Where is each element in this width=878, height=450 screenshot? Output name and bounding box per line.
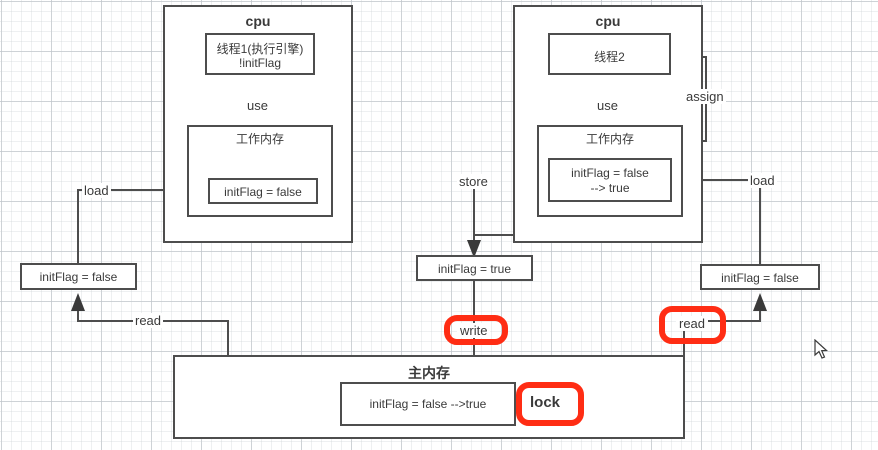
write-label: write bbox=[457, 323, 491, 338]
left-thread-label-2: !initFlag bbox=[238, 56, 282, 70]
left-working-memory-variable: initFlag = false bbox=[224, 185, 302, 199]
mouse-cursor bbox=[814, 339, 828, 359]
right-cpu-title: cpu bbox=[595, 13, 621, 29]
right-working-memory-variable-1: initFlag = false bbox=[571, 166, 649, 180]
lock-label: lock bbox=[527, 394, 564, 411]
lock-highlight-pill bbox=[516, 382, 584, 426]
center-variable-label: initFlag = true bbox=[437, 262, 512, 276]
read-highlight-pill bbox=[659, 306, 726, 344]
left-cpu-title: cpu bbox=[245, 13, 271, 29]
write-highlight-pill bbox=[444, 315, 508, 345]
left-use-label: use bbox=[247, 98, 268, 113]
read-right-label: read bbox=[676, 316, 709, 331]
left-outer-variable-box: initFlag = false bbox=[20, 263, 137, 290]
left-working-memory-title: 工作内存 bbox=[235, 132, 284, 146]
right-use-label: use bbox=[597, 98, 618, 113]
right-thread-box: 线程2 bbox=[548, 33, 671, 75]
right-working-memory-variable-2: --> true bbox=[590, 181, 630, 195]
right-outer-variable-label: initFlag = false bbox=[721, 271, 799, 285]
load-right-label: load bbox=[748, 173, 777, 188]
center-variable-box: initFlag = true bbox=[416, 255, 533, 281]
right-working-memory-variable-box: initFlag = false --> true bbox=[548, 158, 672, 202]
main-memory-title: 主内存 bbox=[408, 365, 450, 381]
line-load-left bbox=[77, 183, 190, 263]
left-thread-label-1: 线程1(执行引擎) bbox=[216, 42, 304, 56]
left-working-memory-variable-box: initFlag = false bbox=[208, 178, 318, 204]
left-thread-box: 线程1(执行引擎) !initFlag bbox=[205, 33, 315, 75]
left-outer-variable-label: initFlag = false bbox=[39, 270, 118, 284]
load-left-label: load bbox=[82, 183, 111, 198]
right-working-memory-title: 工作内存 bbox=[585, 132, 634, 146]
read-left-label: read bbox=[133, 313, 164, 328]
right-outer-variable-box: initFlag = false bbox=[700, 264, 820, 290]
main-memory-variable-box: initFlag = false -->true bbox=[340, 382, 516, 426]
right-thread-label: 线程2 bbox=[594, 50, 625, 64]
main-memory-variable-label: initFlag = false -->true bbox=[369, 397, 487, 411]
store-label: store bbox=[457, 174, 490, 189]
assign-label: assign bbox=[684, 89, 726, 104]
